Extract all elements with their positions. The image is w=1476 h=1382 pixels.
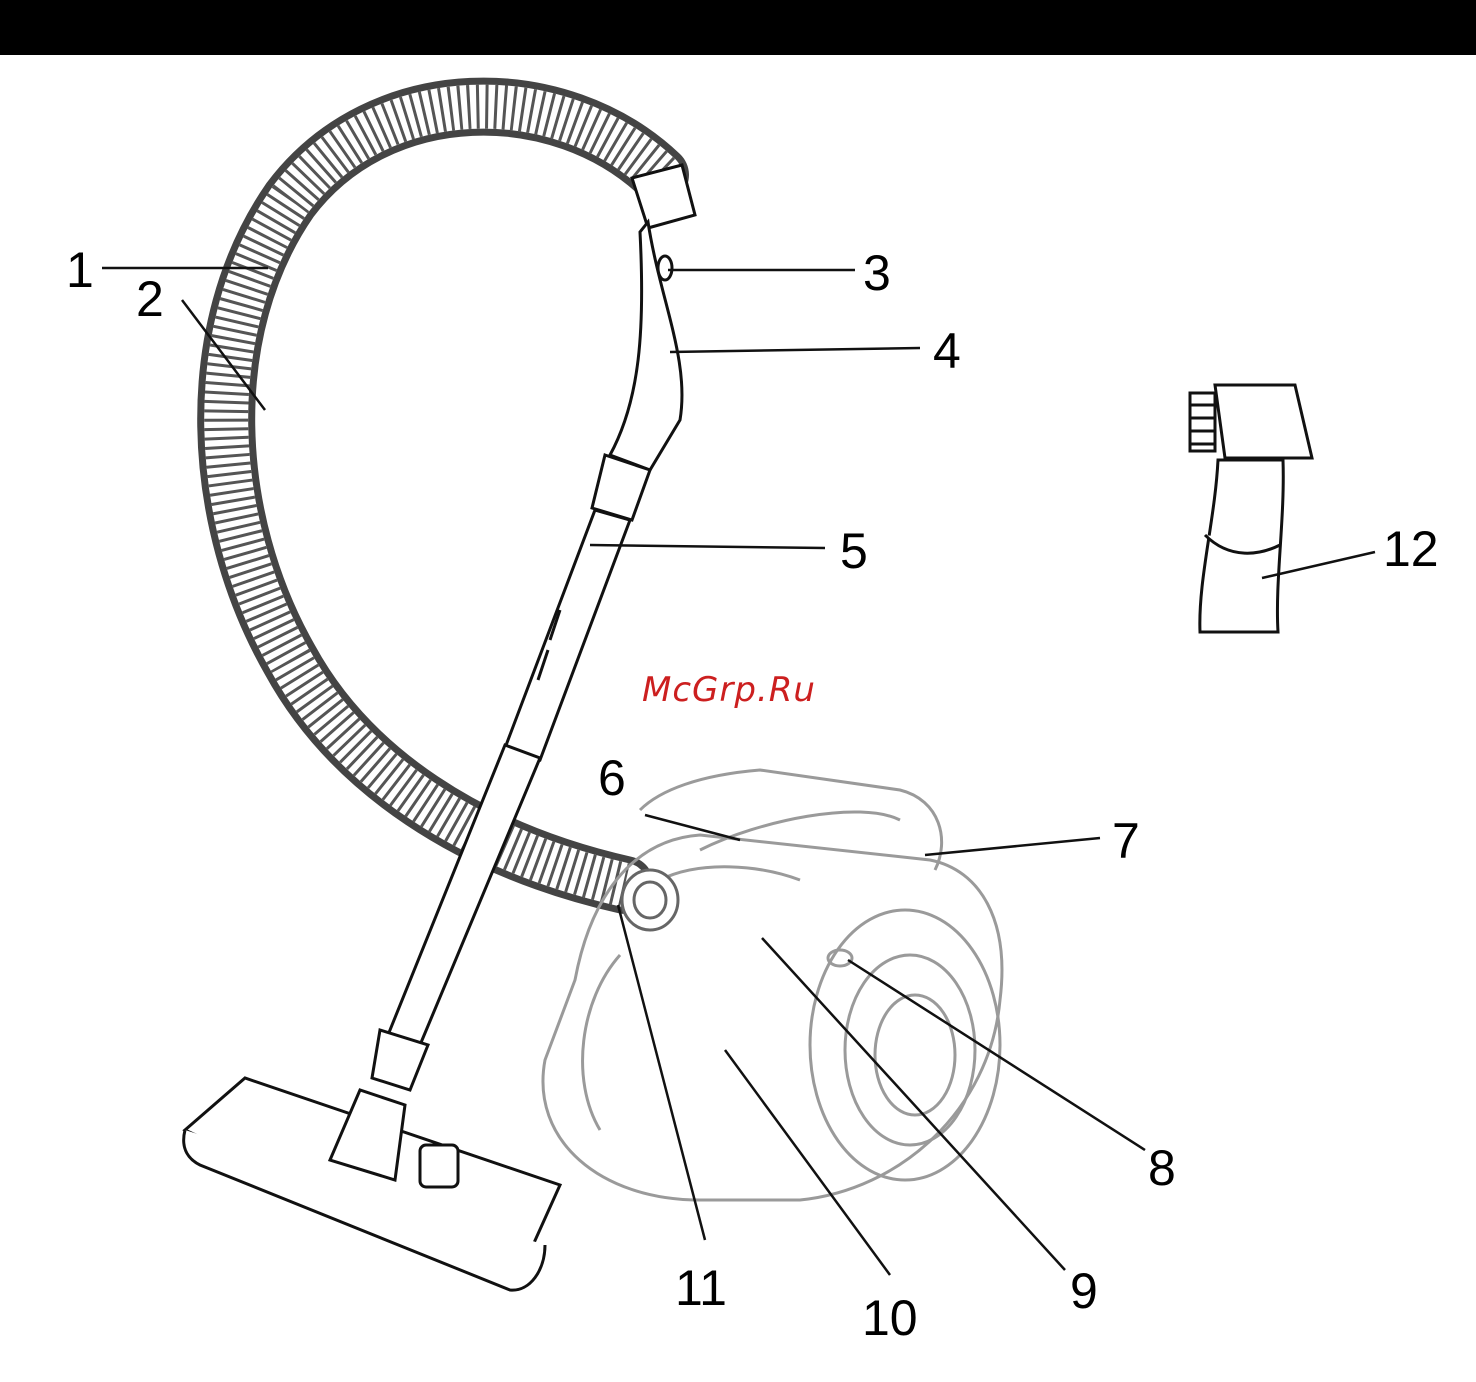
- callout-9: 9: [1070, 1263, 1098, 1319]
- floor-brush: [184, 1078, 560, 1290]
- callout-5: 5: [840, 523, 868, 579]
- crevice-brush-accessory: [1190, 385, 1312, 632]
- suction-slide-control: [658, 256, 672, 280]
- vacuum-cleaner-diagram: 1 2 3 4 5 6 7 8 9 10 11 12: [0, 55, 1476, 1382]
- watermark-text: McGrp.Ru: [642, 670, 816, 710]
- callout-10: 10: [862, 1290, 918, 1346]
- callout-11: 11: [675, 1260, 727, 1316]
- callout-8: 8: [1148, 1140, 1176, 1196]
- callout-3: 3: [863, 245, 891, 301]
- hose-inlet: [622, 870, 678, 930]
- callout-12: 12: [1383, 521, 1439, 577]
- callout-4: 4: [933, 323, 961, 379]
- callout-6: 6: [598, 750, 626, 806]
- top-black-bar: [0, 0, 1476, 55]
- callout-2: 2: [136, 271, 164, 327]
- handle: [610, 165, 695, 470]
- callout-1: 1: [66, 242, 94, 298]
- callout-7: 7: [1112, 813, 1140, 869]
- vacuum-body: [543, 770, 1002, 1200]
